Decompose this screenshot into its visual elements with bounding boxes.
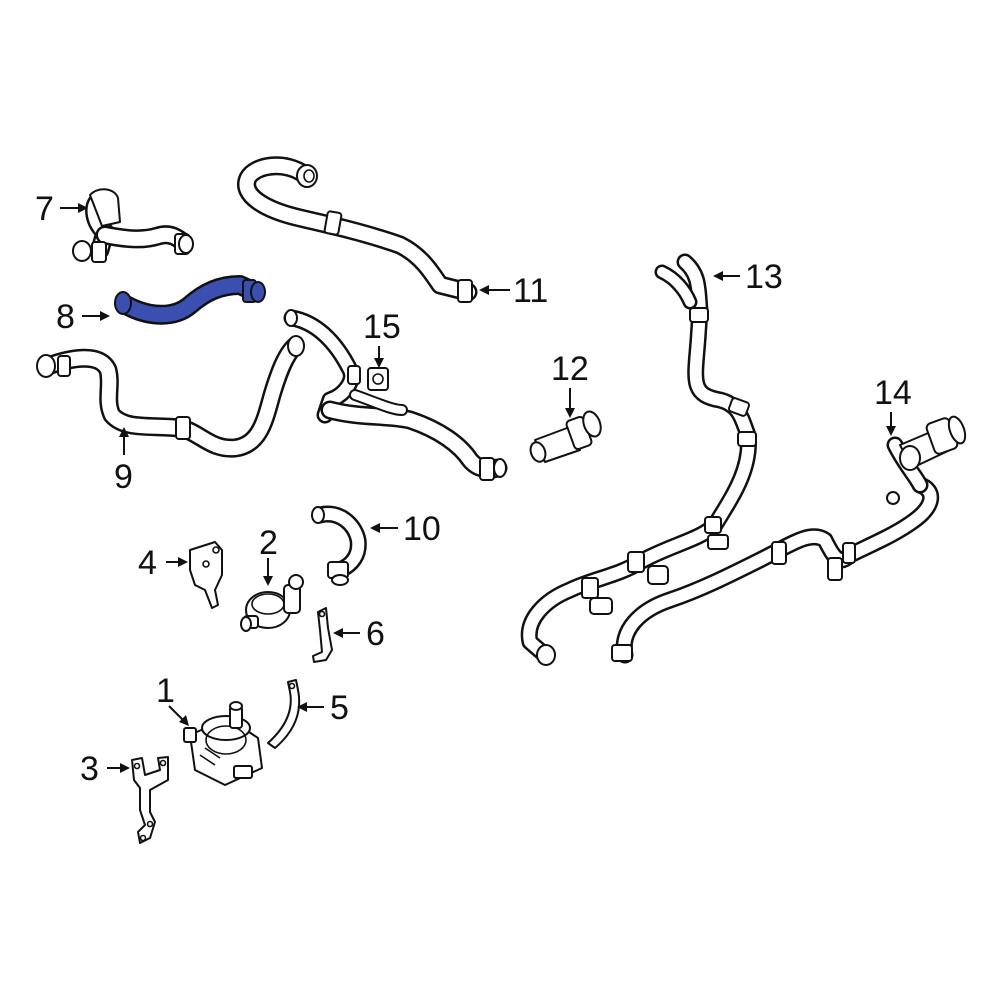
callout-label-15[interactable]: 15	[363, 308, 401, 346]
callout-label-5[interactable]: 5	[330, 689, 349, 727]
clamp-part-5[interactable]	[267, 679, 301, 749]
callout-label-8[interactable]: 8	[56, 298, 75, 336]
callout-label-11[interactable]: 11	[513, 272, 548, 310]
bracket-part-4[interactable]	[189, 541, 223, 609]
callout-label-12[interactable]: 12	[551, 350, 589, 388]
clamp-part-6[interactable]	[312, 607, 333, 663]
connector-part-12[interactable]	[528, 409, 604, 464]
callout-label-2[interactable]: 2	[259, 524, 278, 562]
bracket-part-3[interactable]	[131, 756, 169, 844]
callout-label-4[interactable]: 4	[138, 544, 157, 582]
callout-label-7[interactable]: 7	[35, 190, 54, 228]
callout-arrows	[60, 203, 896, 773]
pump-part-2[interactable]	[240, 574, 304, 632]
pipe-part-14[interactable]	[611, 414, 968, 664]
hose-part-8-highlighted[interactable]	[114, 275, 266, 325]
hose-part-11[interactable]	[237, 156, 478, 303]
callout-label-14[interactable]: 14	[874, 374, 912, 412]
callout-label-1[interactable]: 1	[156, 672, 175, 710]
hose-part-10[interactable]	[311, 505, 367, 586]
pipe-part-13[interactable]	[520, 253, 757, 666]
hose-part-15[interactable]	[283, 309, 508, 481]
callout-label-13[interactable]: 13	[745, 258, 783, 296]
hose-part-9[interactable]	[36, 335, 305, 458]
callout-label-6[interactable]: 6	[366, 615, 385, 653]
callout-label-3[interactable]: 3	[80, 750, 99, 788]
callout-label-9[interactable]: 9	[114, 458, 133, 496]
callout-label-10[interactable]: 10	[403, 510, 441, 548]
callout-labels: 1 2 3 4 5 6 7 8 9 10 11 12 13 14 15	[35, 190, 912, 788]
hose-part-7[interactable]	[72, 188, 194, 263]
pump-part-1[interactable]	[183, 701, 263, 786]
